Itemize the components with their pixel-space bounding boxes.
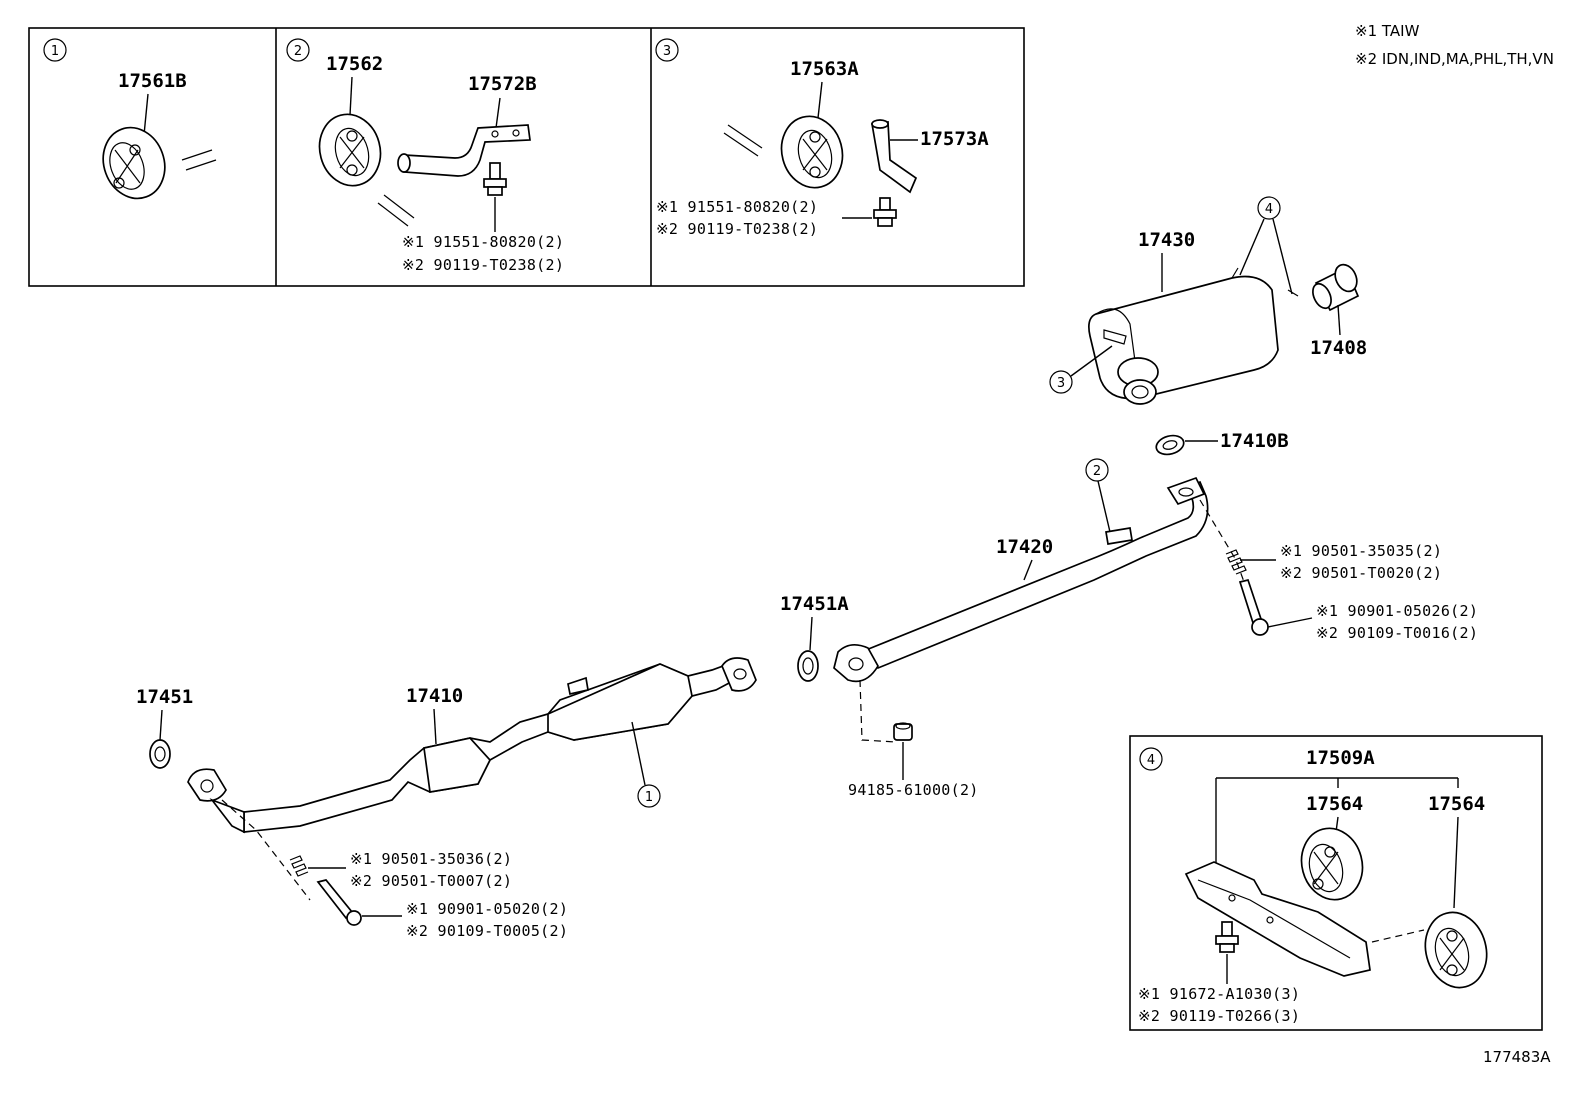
part-17451-label: 17451 [136, 686, 193, 708]
callout-circle-3 [655, 38, 679, 62]
nut-94185: 94185-61000(2) [848, 722, 979, 799]
bolt-icon [1215, 921, 1239, 953]
legend-note-2: ※2 IDN,IND,MA,PHL,TH,VN [1355, 50, 1554, 68]
rubber-hanger-17564-a [1300, 827, 1364, 901]
part-17573A-label: 17573A [920, 128, 989, 150]
svg-text:4: 4 [1265, 202, 1273, 217]
svg-text:4: 4 [1147, 753, 1155, 768]
inset2-bolt-ref-2: ※2 90119-T0238(2) [402, 256, 564, 274]
callout-circle-1-pipe [637, 784, 661, 808]
inset3-bolt-ref-2: ※2 90119-T0238(2) [656, 220, 818, 238]
bolt-icon [873, 197, 897, 227]
spring-rear-ref-2: ※2 90501-T0020(2) [1280, 564, 1442, 582]
part-17430-label: 17430 [1138, 229, 1195, 251]
rubber-hanger-17561B [102, 126, 166, 200]
rear-spring-bolt: ※1 90501-35035(2) ※2 90501-T0020(2) ※1 9… [1225, 542, 1478, 642]
catalytic-converter-front [423, 737, 492, 793]
front-pipe: 17410 1 [187, 657, 757, 901]
spring-icon [289, 855, 309, 877]
part-17564-label-a: 17564 [1306, 793, 1363, 815]
nut-ref: 94185-61000(2) [848, 781, 979, 799]
front-spring-bolt: ※1 90501-35036(2) ※2 90501-T0007(2) ※1 9… [289, 850, 568, 940]
part-17410-label: 17410 [406, 685, 463, 707]
part-17572B-label: 17572B [468, 73, 537, 95]
inset4-bolt-ref-1: ※1 91672-A1030(3) [1138, 985, 1300, 1003]
bolt-rear-ref-1: ※1 90901-05026(2) [1316, 602, 1478, 620]
bolt-icon [483, 162, 507, 196]
gasket-17410B: 17410B [1155, 430, 1289, 456]
inset-4: 4 17509A 17564 17564 [1129, 735, 1543, 1031]
svg-text:3: 3 [1057, 376, 1065, 391]
callout-circle-3-muffler [1049, 370, 1073, 394]
spring-front-ref-1: ※1 90501-35036(2) [350, 850, 512, 868]
part-17564-label-b: 17564 [1428, 793, 1485, 815]
part-17408-label: 17408 [1310, 337, 1367, 359]
muffler-body [1088, 275, 1279, 400]
part-17561B-label: 17561B [118, 70, 187, 92]
callout-circle-4-muffler [1257, 196, 1281, 220]
spring-front-ref-2: ※2 90501-T0007(2) [350, 872, 512, 890]
svg-text:3: 3 [663, 44, 671, 59]
catalytic-converter-rear [547, 663, 693, 741]
part-17563A-label: 17563A [790, 58, 859, 80]
callout-circle-4 [1139, 747, 1163, 771]
inset3-bolt-ref-1: ※1 91551-80820(2) [656, 198, 818, 216]
callout-circle-2-pipe [1085, 458, 1109, 482]
bolt-rear-ref-2: ※2 90109-T0016(2) [1316, 624, 1478, 642]
inset2-bolt-ref-1: ※1 91551-80820(2) [402, 233, 564, 251]
inset4-bolt-ref-2: ※2 90119-T0266(3) [1138, 1007, 1300, 1025]
bracket-17573A [871, 121, 918, 194]
muffler-assembly: 17430 4 3 [1049, 196, 1299, 405]
part-17451A-label: 17451A [780, 593, 849, 615]
part-17420-label: 17420 [996, 536, 1053, 558]
inset-panel-row [28, 27, 1025, 287]
legend-note-1: ※1 TAIW [1355, 22, 1420, 40]
bracket-17509A [1184, 861, 1371, 977]
svg-text:2: 2 [1093, 464, 1101, 479]
figure-id: 177483A [1483, 1048, 1551, 1066]
part-17410B-label: 17410B [1220, 430, 1289, 452]
center-pipe: 17420 2 [833, 458, 1259, 743]
rubber-hanger-17564-b [1424, 911, 1488, 989]
center-pipe-body [864, 480, 1209, 670]
svg-text:2: 2 [294, 44, 302, 59]
part-17562-label: 17562 [326, 53, 383, 75]
callout-circle-1 [43, 38, 67, 62]
tail-pipe: 17408 [1310, 263, 1367, 359]
inset-4-frame [1129, 735, 1543, 1031]
svg-text:1: 1 [645, 790, 653, 805]
spring-icon [1225, 549, 1247, 575]
inset-2: 2 17562 17572B ※1 91551-80820(2) ※2 9011… [286, 38, 564, 274]
inset-1: 1 17561B [43, 38, 217, 200]
bolt-front-ref-1: ※1 90901-05020(2) [406, 900, 568, 918]
spring-rear-ref-1: ※1 90501-35035(2) [1280, 542, 1442, 560]
part-17509A-label: 17509A [1306, 747, 1375, 769]
rubber-hanger-17563A [780, 115, 844, 189]
inset-3: 3 17563A 17573A ※1 91551-80820(2) ※2 901… [655, 38, 989, 238]
gasket-17451: 17451 [136, 686, 193, 769]
bolt-front-ref-2: ※2 90109-T0005(2) [406, 922, 568, 940]
bracket-17572B [403, 124, 531, 177]
svg-text:1: 1 [51, 44, 59, 59]
gasket-17451A: 17451A [780, 593, 849, 682]
inset-frame [28, 27, 1025, 287]
callout-circle-2 [286, 38, 310, 62]
